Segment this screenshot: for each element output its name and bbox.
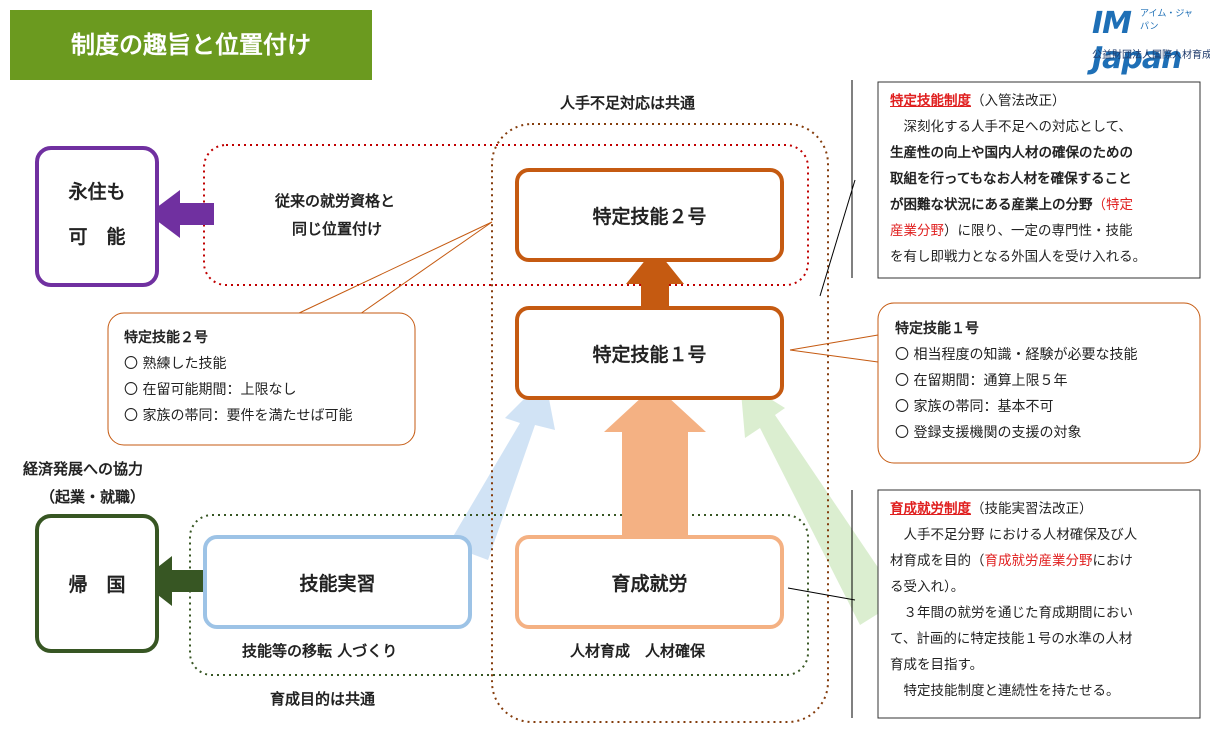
economic-label: 経済発展への協力 [23,460,144,478]
note-ssw-line: が困難な状況にある産業上の分野 [890,197,1093,213]
note-ett-line: ３年間の就労を通じた育成期間におい [890,605,1133,621]
ssw2-label: 特定技能２号 [592,205,707,228]
same-position-region [203,144,809,286]
callout-ssw2-frame [107,312,416,446]
leader-ssw2b [359,221,493,315]
callout-ssw1-frame [877,302,1201,464]
training-common-label: 育成目的は共通 [270,690,376,708]
note-ett-title-suffix: （技能実習法改正） [971,501,1093,517]
callout-ssw1-item: 〇 在留期間：通算上限５年 [895,373,1068,389]
callout-ssw2-item: 〇 在留可能期間：上限なし [124,382,297,398]
callout-ssw1: 特定技能１号 〇 相当程度の知識・経験が必要な技能 〇 在留期間：通算上限５年 … [895,316,1137,446]
note-ssw-red-text: （特定 [1092,197,1134,213]
callout-ssw1-item: 〇 家族の帯同：基本不可 [895,399,1054,415]
note-ssw-title-suffix: （入管法改正） [971,93,1066,109]
page-title: 制度の趣旨と位置付け [71,31,311,59]
leader-ssw2 [296,221,493,315]
note-ett-line: 特定技能制度と連続性を持たせる。 [890,683,1120,699]
hr-development-label: 人材育成 人材確保 [570,642,706,660]
logo-wordmark: IM Japan [1092,6,1182,76]
note-ssw-line: ）に限り、一定の専門性・技能 [944,223,1133,239]
note-ett-line: におけ [1092,553,1134,569]
logo-kana: アイム・ジャパン [1140,9,1193,32]
callout-ssw2-item: 〇 家族の帯同：要件を満たせば可能 [124,408,353,424]
title-banner [10,10,372,80]
ett-box [515,535,784,629]
note-ett-line: る受入れ）。 [890,579,965,595]
tech-transfer-label: 技能等の移転 人づくり [242,642,398,660]
note-ssw-line: 取組を行ってもなお人材を確保すること [890,171,1132,187]
note-ssw: 特定技能制度（入管法改正） 深刻化する人手不足への対応として、 生産性の向上や国… [890,88,1195,270]
note-ssw-line: 生産性の向上や国内人材の確保のための [890,145,1133,161]
ssw1-label: 特定技能１号 [592,343,707,366]
economic-sub-label: （起業・就職） [40,488,146,506]
note-ssw-line: 深刻化する人手不足への対応として、 [890,119,1132,135]
light-blue-arrow [448,378,555,560]
orange-light-arrow [604,385,706,538]
leader-note-ett [787,587,856,601]
note-ett-line: 育成を目指す。 [890,657,984,673]
note-ett-title: 育成就労制度 [890,501,971,517]
leader-ssw1 [789,334,879,351]
note-ett: 育成就労制度（技能実習法改正） 人手不足分野 における人材確保及び人 材育成を目… [890,496,1195,704]
note-ett-line: 材育成を目的（ [890,553,985,569]
same-position-label-1: 従来の就労資格と [275,192,396,210]
orange-dark-arrow [626,248,684,306]
note-ssw-frame [877,81,1201,279]
note-ett-frame [877,489,1201,719]
purple-arrow [148,190,214,238]
logo: IM Japan アイム・ジャパン 公益財団法人国際人材育成機構 [1092,6,1210,76]
note-ett-line: て、計画的に特定技能１号の水準の人材 [890,631,1133,647]
callout-ssw2-title: 特定技能２号 [124,330,208,346]
shortage-common-label: 人手不足対応は共通 [560,94,696,112]
callout-ssw2-item: 〇 熟練した技能 [124,356,227,372]
callout-ssw1-item: 〇 相当程度の知識・経験が必要な技能 [895,347,1138,363]
note-ett-line: 人手不足分野 における人材確保及び人 [890,527,1138,543]
leader-ssw1b [789,349,879,363]
logo-organization: 公益財団法人国際人材育成機構 [1092,50,1210,61]
return-label: 帰 国 [68,574,126,596]
ett-label: 育成就労 [611,572,688,595]
light-green-arrow [740,380,900,625]
intern-box [203,535,472,629]
same-position-label-2: 同じ位置付け [292,220,383,238]
permanent-box [35,146,159,287]
leader-note-ssw [819,179,856,297]
note-ett-red-text: 育成就労産業分野 [984,553,1093,569]
note-ssw-line: を有し即戦力となる外国人を受け入れる。 [890,249,1147,265]
permanent-label-1: 永住も [68,180,126,203]
callout-ssw2: 特定技能２号 〇 熟練した技能 〇 在留可能期間：上限なし 〇 家族の帯同：要件… [124,325,352,429]
callout-ssw1-title: 特定技能１号 [895,321,979,337]
shortage-common-region [491,123,829,723]
intern-label: 技能実習 [299,572,376,595]
ssw2-box [515,168,784,262]
note-ssw-title: 特定技能制度 [890,93,971,109]
ssw1-box [515,306,784,400]
note-ssw-red-text: 産業分野 [890,223,944,239]
callout-ssw1-item: 〇 登録支援機関の支援の対象 [895,425,1082,441]
training-common-region [189,514,809,676]
permanent-label-2: 可 能 [68,225,126,248]
return-box [35,514,159,653]
